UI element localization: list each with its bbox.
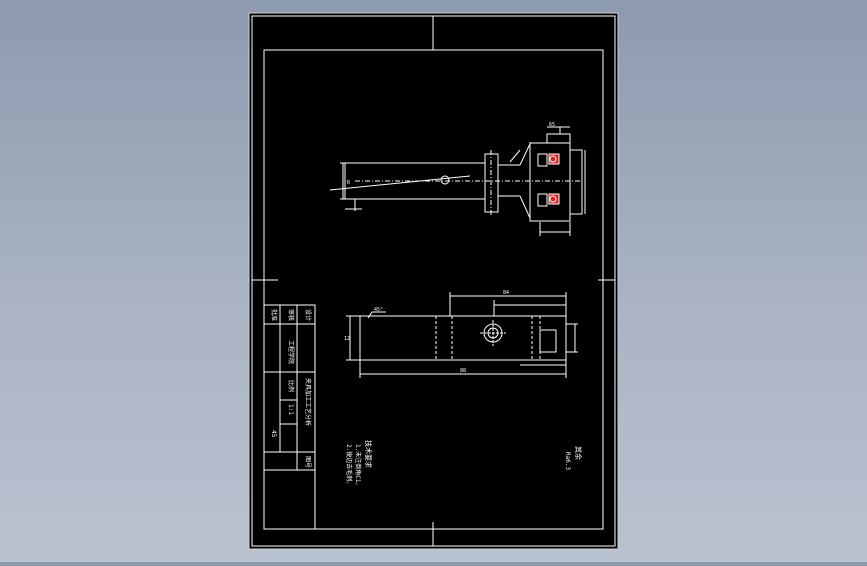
dim-top-right: 65 — [549, 122, 555, 128]
top-view — [329, 126, 586, 236]
tb-row-3: 批准 — [270, 309, 278, 321]
dim-top-left: R — [347, 180, 351, 186]
notes-line-1: 1.未注倒角C1。 — [354, 444, 362, 488]
roughness-note: 其余 Ra6.3 — [564, 446, 583, 470]
tb-sheet-label: 图号 — [304, 456, 311, 468]
top-view-holes — [537, 153, 560, 207]
tb-drawing-name: 夹具加工工艺分析 — [304, 378, 312, 426]
dim-mid-left: 12 — [344, 336, 350, 342]
tb-scale-label: 比例 — [287, 380, 295, 392]
dim-mid-bottom: 88 — [460, 368, 466, 374]
title-block — [263, 304, 316, 530]
notes-header: 技术要求 — [364, 440, 373, 468]
title-block-text: 设计 审核 批准 工程学院 夹具加工工艺分析 比例 1:1 45 图号 — [270, 309, 312, 468]
technical-notes: 技术要求 1.未注倒角C1。 2.锐边去毛刺。 — [345, 440, 373, 488]
roughness-label: 其余 — [574, 446, 583, 460]
tb-school: 工程学院 — [287, 340, 295, 364]
dim-mid-top: 84 — [503, 290, 509, 296]
centering-marks — [252, 16, 615, 546]
dimension-texts: R 65 84 88 12 45° — [344, 122, 555, 374]
tb-row-1: 设计 — [304, 309, 312, 321]
dim-angle: 45° — [374, 307, 383, 313]
roughness-value: Ra6.3 — [564, 452, 571, 470]
drawing-sheet — [248, 12, 619, 550]
tb-scale-value: 1:1 — [287, 404, 294, 415]
front-view — [346, 292, 578, 378]
tb-material: 45 — [270, 430, 277, 438]
tb-row-2: 审核 — [287, 309, 295, 321]
notes-line-2: 2.锐边去毛刺。 — [345, 444, 353, 487]
